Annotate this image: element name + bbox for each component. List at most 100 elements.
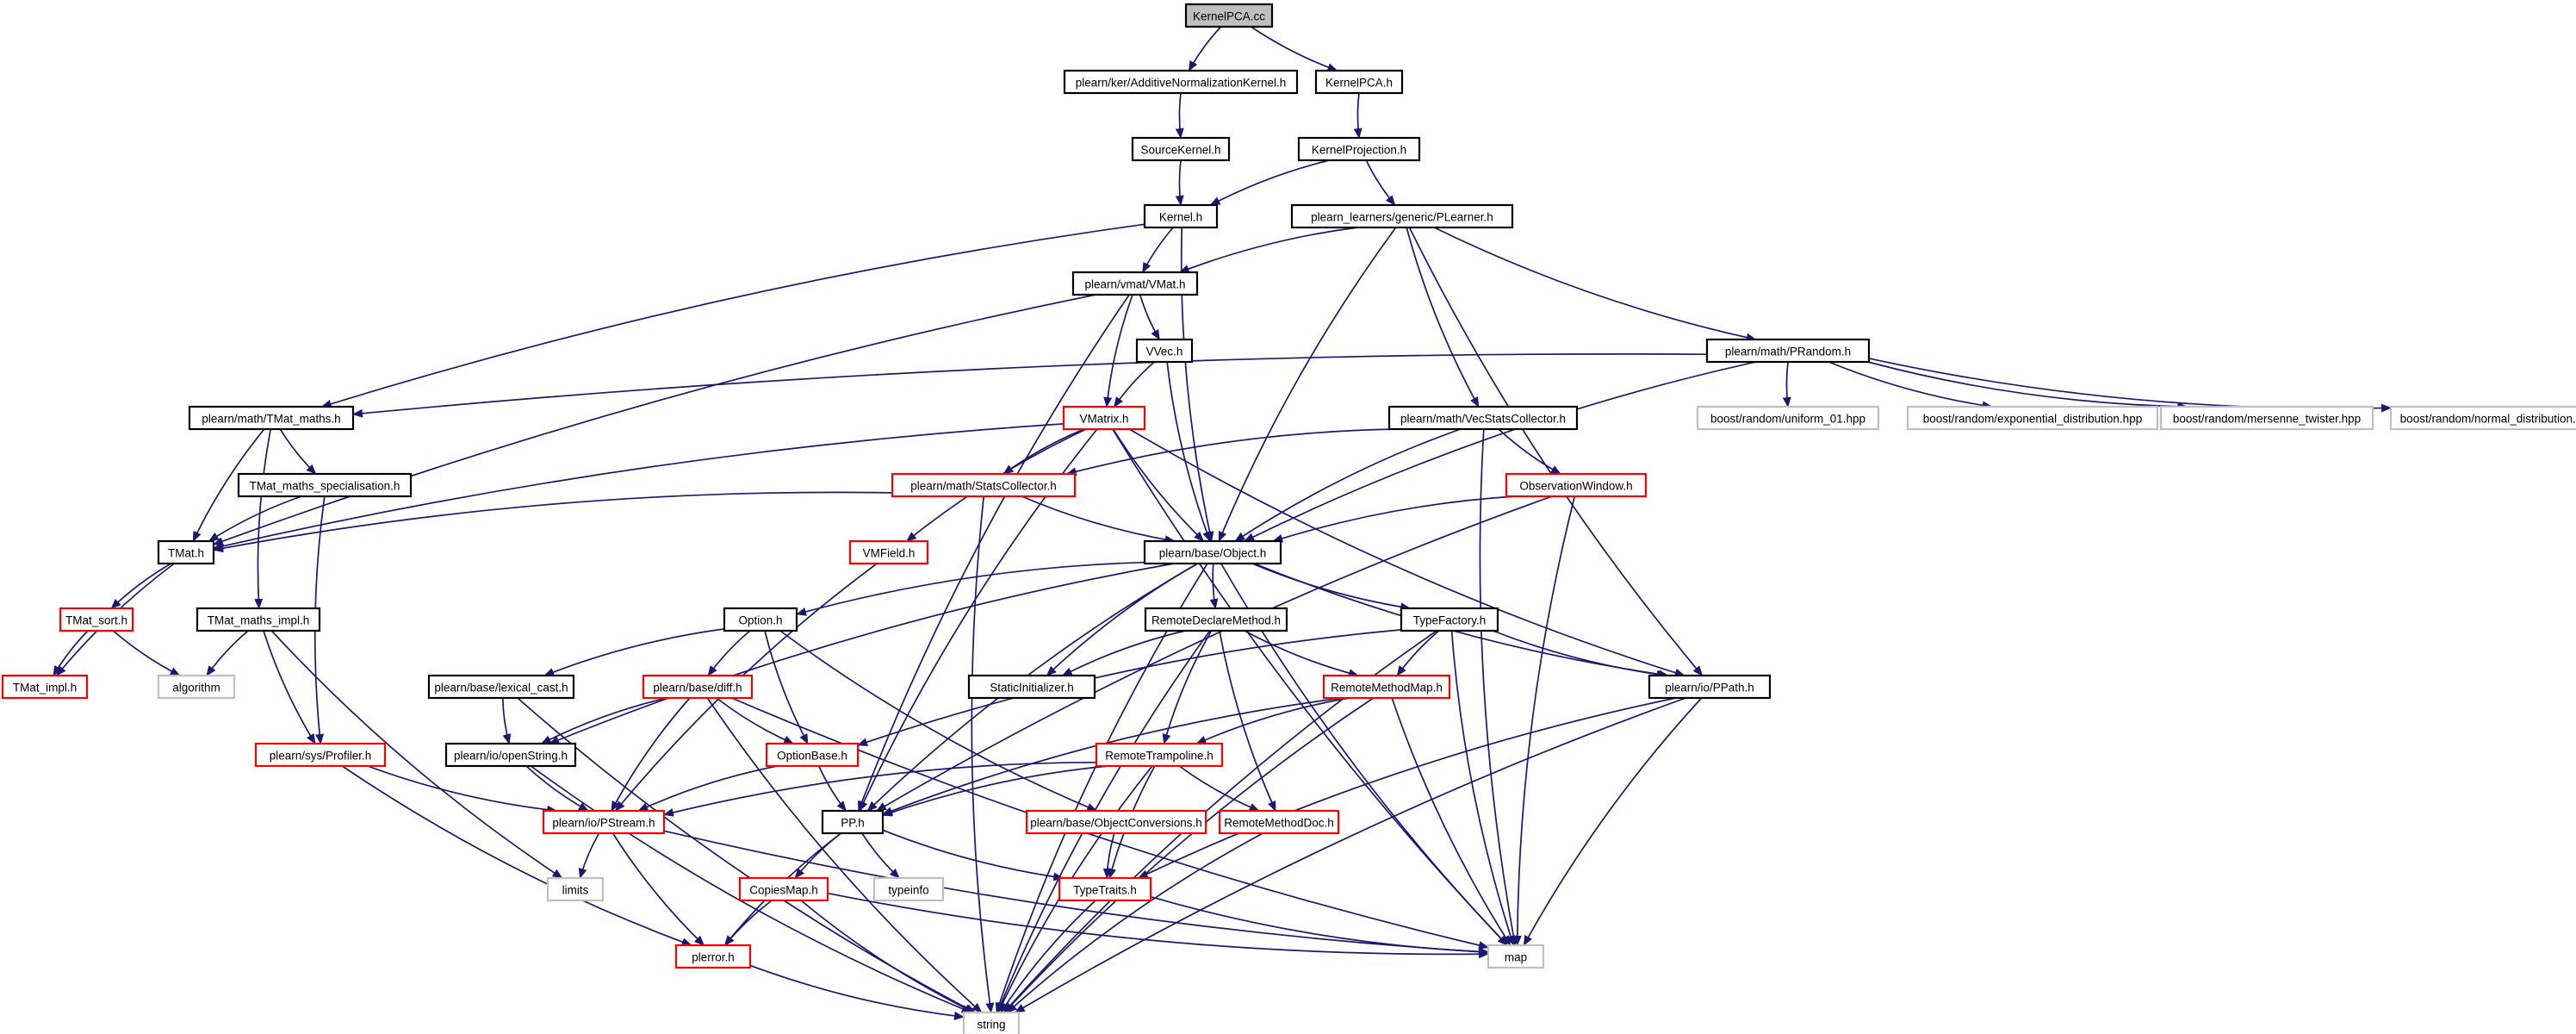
node-staticinit[interactable]: StaticInitializer.h bbox=[967, 674, 1096, 700]
edge-openstring-to-string bbox=[530, 765, 972, 1013]
node-obswindow[interactable]: ObservationWindow.h bbox=[1505, 472, 1648, 498]
node-box bbox=[872, 876, 945, 902]
edge-diff-to-map bbox=[731, 697, 1489, 950]
node-vmatrix[interactable]: VMatrix.h bbox=[1062, 405, 1146, 431]
node-tmat[interactable]: TMat.h bbox=[157, 539, 215, 565]
node-lexical_cast[interactable]: plearn/base/lexical_cast.h bbox=[427, 674, 575, 700]
node-typefactory[interactable]: TypeFactory.h bbox=[1400, 607, 1499, 632]
node-label: RemoteTrampoline.h bbox=[1105, 750, 1214, 763]
node-label: VMField.h bbox=[863, 547, 916, 560]
node-prandom[interactable]: plearn/math/PRandom.h bbox=[1705, 338, 1871, 364]
node-openstring[interactable]: plearn/io/openString.h bbox=[444, 742, 577, 768]
edge-vmatrix-to-object bbox=[1112, 428, 1205, 542]
node-box bbox=[1314, 69, 1404, 95]
node-label: boost/random/mersenne_twister.hpp bbox=[2173, 413, 2361, 426]
edge-diff-to-string bbox=[706, 697, 983, 1013]
node-box bbox=[1297, 136, 1421, 162]
node-box bbox=[157, 539, 215, 565]
node-label: RemoteMethodDoc.h bbox=[1224, 817, 1334, 830]
node-diff[interactable]: plearn/base/diff.h bbox=[642, 674, 754, 700]
edge-remotetrampoline-to-pstream bbox=[663, 761, 1097, 817]
node-vecstats[interactable]: plearn/math/VecStatsCollector.h bbox=[1387, 405, 1579, 431]
edge-openstring-to-pstream bbox=[525, 765, 589, 812]
node-box bbox=[891, 472, 1077, 498]
node-box bbox=[848, 539, 929, 565]
edge-tmat_maths_impl-to-limits bbox=[270, 630, 563, 879]
edge-statscollector-to-tmat bbox=[213, 491, 893, 553]
node-remotedeclare[interactable]: RemoteDeclareMethod.h bbox=[1144, 607, 1288, 632]
edge-tmat_maths_impl-to-profiler bbox=[263, 630, 316, 744]
node-label: plearn/math/PRandom.h bbox=[1725, 346, 1851, 358]
edge-pp-to-typeinfo bbox=[861, 832, 900, 879]
node-sourcekernel[interactable]: SourceKernel.h bbox=[1131, 136, 1231, 162]
node-label: TypeTraits.h bbox=[1073, 884, 1137, 897]
node-label: plearn/math/VecStatsCollector.h bbox=[1400, 413, 1566, 426]
node-string: string bbox=[962, 1011, 1021, 1034]
node-remotetrampoline[interactable]: RemoteTrampoline.h bbox=[1095, 742, 1224, 768]
edge-plearner-to-vmat bbox=[1178, 227, 1358, 273]
node-box bbox=[1906, 405, 2159, 431]
edge-prandom-to-mersenne bbox=[1867, 361, 2188, 411]
node-object[interactable]: plearn/base/Object.h bbox=[1143, 539, 1282, 565]
node-pstream[interactable]: plearn/io/PStream.h bbox=[542, 809, 666, 835]
node-vvec[interactable]: VVec.h bbox=[1135, 338, 1194, 364]
edge-plearner-to-ppath bbox=[1408, 227, 1704, 676]
edge-vmat-to-tmat bbox=[213, 294, 1096, 545]
node-typetraits[interactable]: TypeTraits.h bbox=[1058, 876, 1152, 902]
node-profiler[interactable]: plearn/sys/Profiler.h bbox=[254, 742, 387, 768]
node-kernelprojection[interactable]: KernelProjection.h bbox=[1297, 136, 1421, 162]
node-box bbox=[1135, 338, 1194, 364]
node-remotemethodmap[interactable]: RemoteMethodMap.h bbox=[1322, 674, 1451, 700]
node-label: TMat_maths_specialisation.h bbox=[250, 480, 400, 493]
node-kernelpca_cc[interactable]: KernelPCA.cc bbox=[1184, 3, 1274, 28]
node-label: plearn/sys/Profiler.h bbox=[270, 750, 372, 763]
node-tmat_maths_impl[interactable]: TMat_maths_impl.h bbox=[196, 607, 321, 632]
node-label: plearn/ker/AdditiveNormalizationKernel.h bbox=[1076, 77, 1287, 90]
node-copiesmap[interactable]: CopiesMap.h bbox=[738, 876, 829, 902]
edge-remotedeclare-to-remotemethoddoc bbox=[1219, 630, 1276, 812]
edge-profiler-to-pstream bbox=[367, 765, 558, 814]
edge-remotedeclare-to-remotetrampoline bbox=[1162, 630, 1213, 744]
node-objconv[interactable]: plearn/base/ObjectConversions.h bbox=[1025, 809, 1207, 835]
node-kernel[interactable]: Kernel.h bbox=[1143, 203, 1219, 229]
node-label: plerror.h bbox=[692, 951, 735, 964]
node-box bbox=[2389, 405, 2576, 431]
edge-pp-to-copiesmap bbox=[794, 832, 842, 879]
node-remotemethoddoc[interactable]: RemoteMethodDoc.h bbox=[1218, 809, 1340, 835]
node-optionbase[interactable]: OptionBase.h bbox=[765, 742, 860, 768]
node-label: string bbox=[977, 1018, 1005, 1031]
node-ppath[interactable]: plearn/io/PPath.h bbox=[1648, 674, 1772, 700]
node-box bbox=[1218, 809, 1340, 835]
node-label: boost/random/exponential_distribution.hp… bbox=[1923, 413, 2142, 426]
node-tmat_spec[interactable]: TMat_maths_specialisation.h bbox=[237, 472, 413, 498]
node-plerror[interactable]: plerror.h bbox=[674, 944, 752, 969]
node-statscollector[interactable]: plearn/math/StatsCollector.h bbox=[891, 472, 1077, 498]
node-box bbox=[188, 405, 355, 431]
edge-profiler-to-plerror bbox=[341, 765, 692, 946]
edge-lexical_cast-to-openstring bbox=[501, 697, 512, 744]
node-box bbox=[1058, 876, 1152, 902]
node-tmat_impl[interactable]: TMat_impl.h bbox=[1, 674, 89, 700]
node-box bbox=[1, 674, 89, 700]
edge-kernelpca_cc-to-additive bbox=[1188, 26, 1222, 72]
node-box bbox=[1143, 203, 1219, 229]
node-tmat_sort[interactable]: TMat_sort.h bbox=[59, 607, 134, 632]
node-option[interactable]: Option.h bbox=[723, 607, 798, 632]
node-label: TypeFactory.h bbox=[1413, 614, 1487, 627]
node-additive[interactable]: plearn/ker/AdditiveNormalizationKernel.h bbox=[1063, 69, 1299, 95]
edge-kernelprojection-to-plearner bbox=[1365, 159, 1396, 206]
node-vmat[interactable]: plearn/vmat/VMat.h bbox=[1071, 271, 1199, 296]
node-pp[interactable]: PP.h bbox=[821, 809, 885, 835]
node-label: TMat_sort.h bbox=[65, 614, 127, 627]
node-map: map bbox=[1487, 944, 1545, 969]
node-kernelpca_h[interactable]: KernelPCA.h bbox=[1314, 69, 1404, 95]
node-vmfield[interactable]: VMField.h bbox=[848, 539, 929, 565]
edge-tmat_maths-to-tmat bbox=[192, 428, 265, 542]
node-plearner[interactable]: plearn_learners/generic/PLearner.h bbox=[1290, 203, 1514, 229]
edge-kernelprojection-to-kernel bbox=[1209, 159, 1330, 206]
node-tmat_maths[interactable]: plearn/math/TMat_maths.h bbox=[188, 405, 355, 431]
edge-optionbase-to-pstream bbox=[637, 765, 778, 812]
node-box bbox=[642, 674, 754, 700]
edge-plearner-to-prandom bbox=[1433, 227, 1757, 342]
